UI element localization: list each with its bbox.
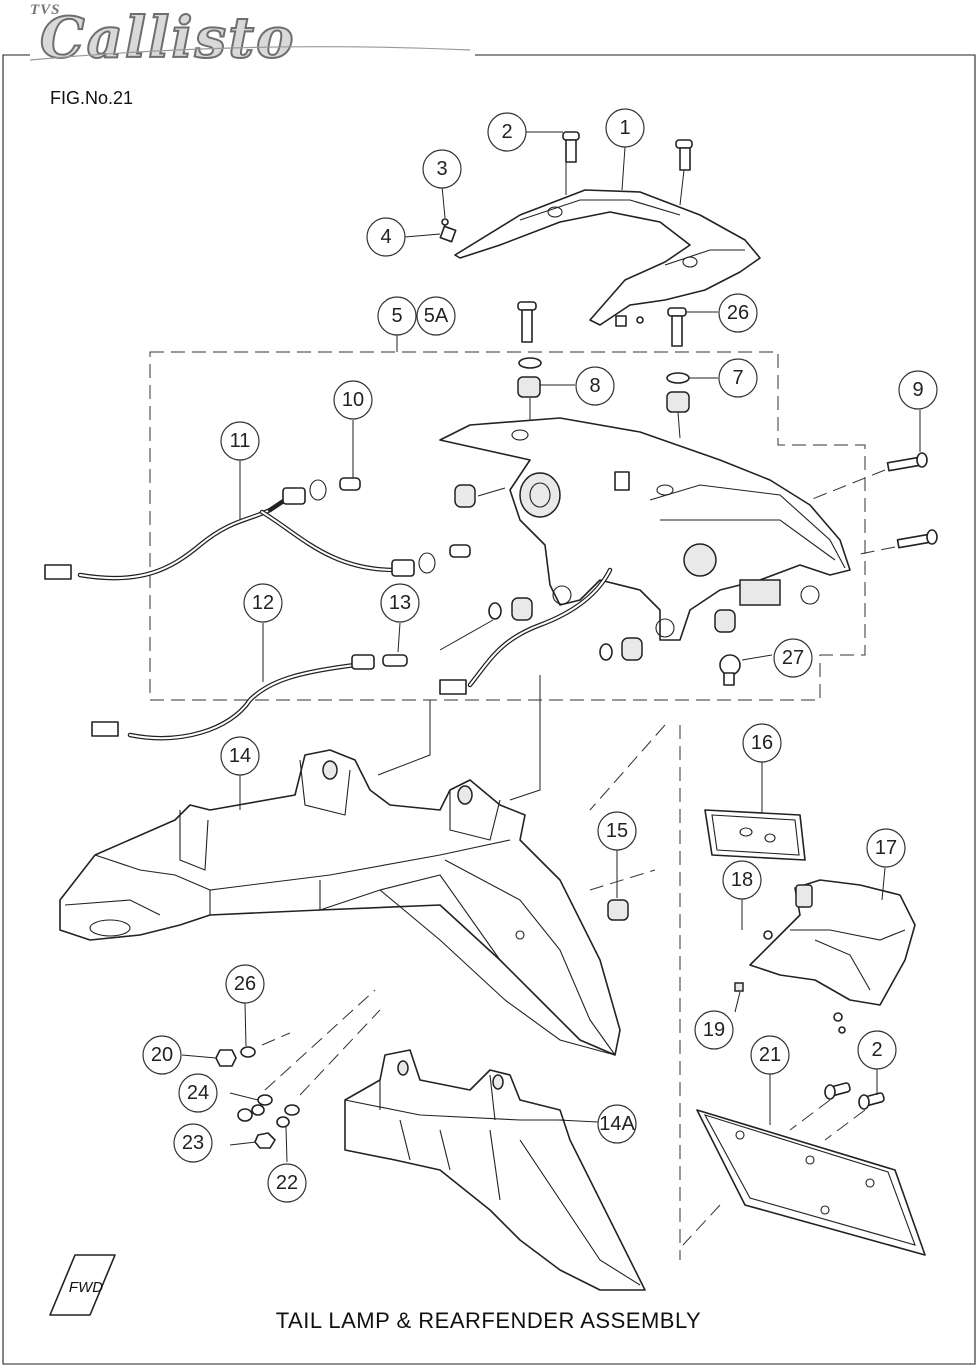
callout-26-bottom-label: 26	[234, 973, 256, 995]
callout-26-top-label: 26	[727, 302, 749, 324]
part-reflector	[704, 762, 806, 861]
callout-18: 18	[722, 860, 762, 900]
callout-7-label: 7	[732, 367, 743, 389]
callout-5a: 5A	[416, 296, 456, 336]
callout-15: 15	[597, 811, 637, 851]
part-rear-fender-14a	[344, 1049, 646, 1291]
callout-26-top: 26	[718, 293, 758, 333]
callout-11: 11	[220, 421, 260, 461]
callout-7: 7	[718, 358, 758, 398]
callout-22-label: 22	[276, 1172, 298, 1194]
hardware-nuts-washers	[181, 989, 381, 1163]
callout-2-top-label: 2	[501, 121, 512, 143]
callout-14-label: 14	[229, 745, 251, 767]
callout-17: 17	[866, 828, 906, 868]
callout-19-label: 19	[703, 1019, 725, 1041]
bolts-2-lower	[769, 1068, 885, 1141]
callout-13-label: 13	[389, 592, 411, 614]
bolt-26-top	[517, 301, 718, 347]
fwd-arrow-icon: FWD	[49, 1254, 116, 1316]
part-rear-fender	[59, 749, 621, 1056]
callout-26-bottom: 26	[225, 964, 265, 1004]
callout-3-label: 3	[436, 158, 447, 180]
callout-22: 22	[267, 1163, 307, 1203]
callout-17-label: 17	[875, 837, 897, 859]
callout-19: 19	[694, 1010, 734, 1050]
callout-14: 14	[220, 736, 260, 776]
part-grab-rail	[454, 189, 761, 326]
callout-20: 20	[142, 1035, 182, 1075]
callout-27: 27	[773, 638, 813, 678]
callout-8: 8	[575, 366, 615, 406]
brand-swoosh	[29, 46, 471, 61]
brand-logo: Callisto	[39, 5, 296, 71]
callout-20-label: 20	[151, 1044, 173, 1066]
callout-24-label: 24	[187, 1082, 209, 1104]
callout-9: 9	[898, 370, 938, 410]
part-license-plate	[682, 1109, 926, 1256]
callout-1-label: 1	[619, 117, 630, 139]
callout-21: 21	[750, 1035, 790, 1075]
bolts-9	[809, 410, 938, 556]
clip-nut-3-4	[404, 185, 644, 327]
callout-3: 3	[422, 149, 462, 189]
diagram-caption: TAIL LAMP & REARFENDER ASSEMBLY	[275, 1308, 702, 1333]
part-license-lamp	[734, 867, 916, 1034]
callout-27-label: 27	[782, 647, 804, 669]
callout-4-label: 4	[380, 226, 391, 248]
callout-12: 12	[243, 583, 283, 623]
callout-12-label: 12	[252, 592, 274, 614]
callout-16-label: 16	[751, 732, 773, 754]
side-grommets	[454, 484, 736, 661]
callout-23: 23	[173, 1123, 213, 1163]
brand-small-logo: TVS	[30, 2, 61, 18]
callout-14a-label: 14A	[599, 1113, 635, 1135]
callout-14a: 14A	[597, 1104, 637, 1144]
callout-16: 16	[742, 723, 782, 763]
callout-4: 4	[366, 217, 406, 257]
callout-2-top: 2	[487, 112, 527, 152]
wire-harness-11	[44, 460, 471, 581]
bolt-screws-2	[562, 131, 693, 206]
lamp-wire	[439, 567, 613, 695]
callout-5-label: 5	[391, 305, 402, 327]
callout-15-label: 15	[606, 820, 628, 842]
callout-5a-label: 5A	[424, 305, 449, 327]
callout-2-bottom-label: 2	[871, 1039, 882, 1061]
callout-8-label: 8	[589, 375, 600, 397]
page-frame	[2, 54, 976, 1365]
grommets-7-8	[517, 357, 718, 439]
fwd-label: FWD	[69, 1279, 103, 1296]
wire-harness-12	[91, 420, 408, 741]
figure-number: FIG.No.21	[50, 88, 134, 108]
callout-13: 13	[380, 583, 420, 623]
callout-5: 5	[377, 296, 417, 336]
callout-10-label: 10	[342, 389, 364, 411]
callout-18-label: 18	[731, 869, 753, 891]
callout-23-label: 23	[182, 1132, 204, 1154]
grommet-15	[607, 849, 629, 921]
callout-21-label: 21	[759, 1044, 781, 1066]
assembly-boundary	[149, 351, 866, 701]
callout-9-label: 9	[912, 379, 923, 401]
callout-1: 1	[605, 108, 645, 148]
callout-24: 24	[178, 1073, 218, 1113]
part-tail-lamp	[439, 417, 851, 641]
callout-11-label: 11	[230, 430, 251, 452]
callout-10: 10	[333, 380, 373, 420]
bulb-27	[719, 654, 773, 686]
callout-2-bottom: 2	[857, 1030, 897, 1070]
